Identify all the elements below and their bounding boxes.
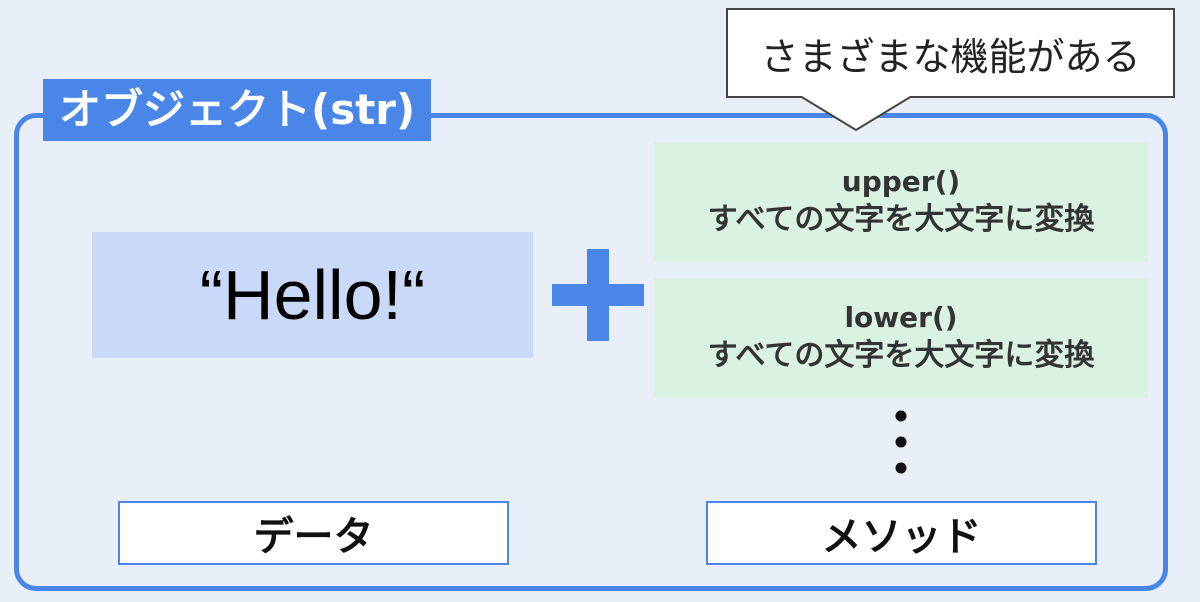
method-description: すべての文字を大文字に変換 bbox=[707, 202, 1095, 237]
callout-tail bbox=[800, 96, 912, 132]
callout-box: さまざまな機能がある bbox=[726, 8, 1175, 98]
method-label: メソッド bbox=[706, 501, 1097, 565]
object-frame bbox=[14, 113, 1168, 591]
method-box-upper: upper() すべての文字を大文字に変換 bbox=[654, 142, 1148, 262]
vertical-ellipsis-icon bbox=[895, 410, 907, 474]
method-name: lower() bbox=[844, 301, 958, 334]
plus-icon bbox=[552, 249, 644, 341]
data-box: “Hello!“ bbox=[92, 232, 533, 358]
callout-text: さまざまな機能がある bbox=[760, 34, 1141, 79]
data-label-text: データ bbox=[253, 514, 374, 560]
method-description: すべての文字を大文字に変換 bbox=[707, 338, 1095, 373]
method-box-lower: lower() すべての文字を大文字に変換 bbox=[654, 278, 1148, 398]
data-label: データ bbox=[118, 501, 509, 565]
data-value: “Hello!“ bbox=[199, 256, 426, 334]
method-label-text: メソッド bbox=[821, 514, 982, 560]
object-label: オブジェクト(str) bbox=[43, 79, 432, 141]
method-name: upper() bbox=[841, 165, 961, 198]
